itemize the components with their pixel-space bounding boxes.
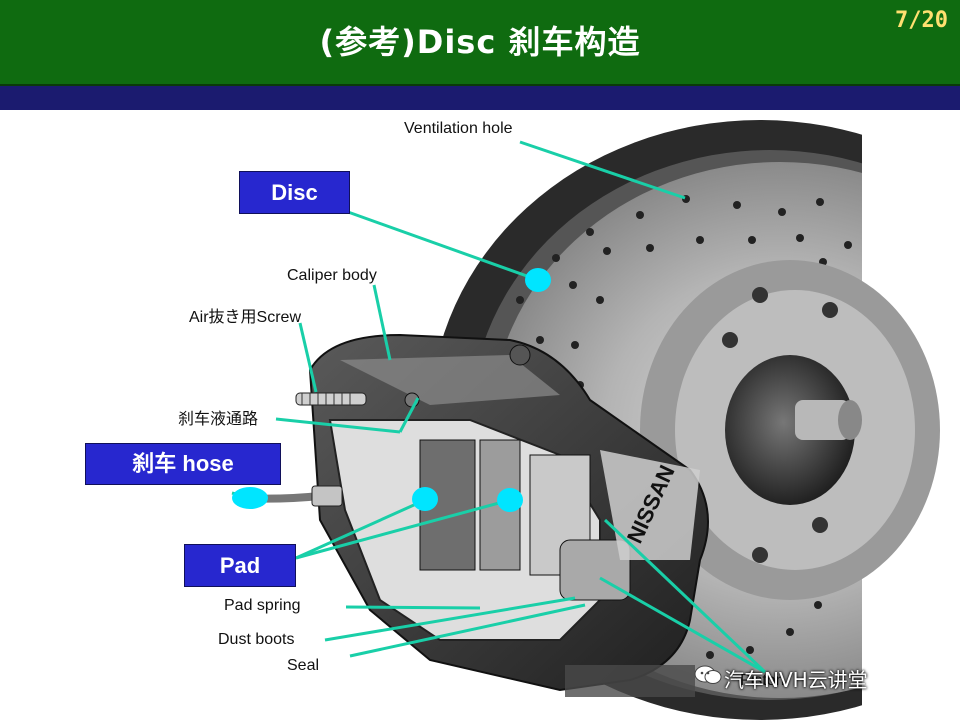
watermark-text: 汽车NVH云讲堂 [724, 668, 868, 692]
label-pad-spring: Pad spring [224, 597, 301, 614]
tag-disc: Disc [239, 171, 350, 214]
label-dust-boots: Dust boots [218, 631, 295, 648]
part-markers [232, 268, 551, 512]
wheel-hub [640, 260, 940, 600]
slide-header [0, 0, 960, 84]
label-piston: Piston [740, 672, 785, 689]
label-caliper-body: Caliper body [287, 267, 377, 284]
leader-lines [231, 140, 767, 674]
header-divider [0, 84, 960, 86]
label-ventilation-hole: Ventilation hole [404, 120, 513, 137]
page-number: 7/20 [895, 8, 948, 33]
ground-shadow [565, 665, 695, 697]
tag-pad: Pad [184, 544, 296, 587]
wechat-icon [694, 665, 722, 684]
caliper-body: NISSAN [308, 333, 709, 692]
tag-brake-hose: 刹车 hose [85, 443, 281, 485]
slide-title: (参考)Disc 刹车构造 [319, 23, 641, 61]
label-seal: Seal [287, 657, 320, 674]
air-bleed-screw [295, 392, 367, 406]
navy-band [0, 86, 960, 110]
label-air-screw: Air抜き用Screw [189, 309, 302, 326]
label-fluid-passage: 刹车液通路 [178, 411, 259, 428]
disc-brake-diagram: NISSAN [231, 118, 960, 720]
